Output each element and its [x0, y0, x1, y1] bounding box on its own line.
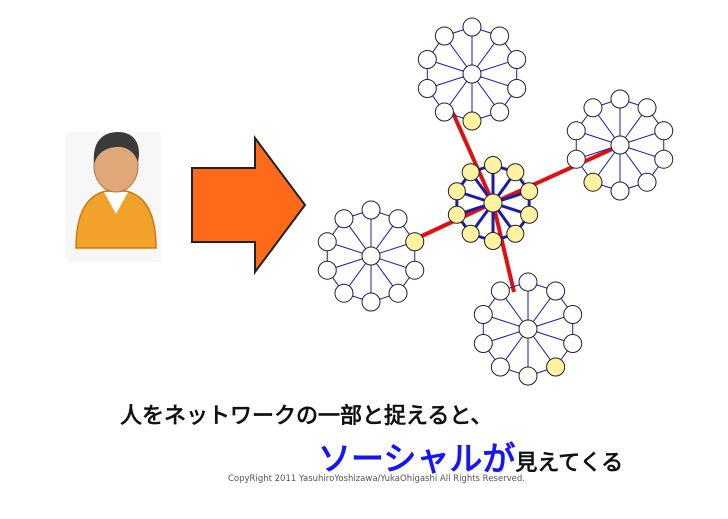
- node: [507, 49, 527, 69]
- cluster-left: [317, 200, 425, 312]
- link-top: [451, 112, 495, 204]
- gateway-node: [484, 156, 502, 174]
- cluster-right: [566, 89, 674, 201]
- node: [518, 366, 538, 386]
- node: [317, 260, 337, 280]
- gateway-node: [484, 232, 502, 250]
- gateway-node: [546, 357, 566, 377]
- hub-node: [361, 246, 381, 266]
- hub-node: [610, 135, 630, 155]
- node: [563, 334, 583, 354]
- gateway-node: [405, 232, 425, 252]
- node: [490, 102, 510, 122]
- network-links: [410, 112, 622, 293]
- right-arrow-icon: [191, 134, 307, 276]
- node: [654, 149, 674, 169]
- gateway-node: [506, 163, 525, 182]
- node: [490, 281, 510, 301]
- node: [490, 357, 510, 377]
- node: [610, 181, 630, 201]
- node: [462, 17, 482, 37]
- node: [654, 121, 674, 141]
- cluster-bottom: [473, 272, 583, 386]
- node: [434, 102, 454, 122]
- cluster-center: [447, 156, 539, 250]
- node: [388, 283, 408, 303]
- link-right: [492, 143, 622, 205]
- hub-node: [462, 64, 482, 84]
- node: [317, 232, 337, 252]
- node: [473, 304, 493, 324]
- node: [637, 172, 657, 192]
- node: [546, 281, 566, 301]
- gateway-node: [462, 111, 482, 131]
- node: [637, 98, 657, 118]
- node: [566, 121, 586, 141]
- node: [334, 209, 354, 229]
- gateway-node: [461, 163, 480, 182]
- cluster-top: [417, 17, 527, 131]
- gateway-node: [461, 224, 480, 243]
- gateway-node: [520, 182, 539, 201]
- hub-node: [518, 319, 538, 339]
- caption-line2: ソーシャルが見えてくる: [318, 432, 623, 480]
- node: [361, 200, 381, 220]
- person-icon: [66, 132, 161, 262]
- copyright-notice: CopyRight 2011 YasuhiroYoshizawa/YukaOhi…: [228, 474, 525, 484]
- gateway-node: [447, 205, 466, 224]
- gateway-node: [583, 172, 603, 192]
- caption-suffix: 見えてくる: [515, 451, 624, 476]
- link-bottom: [491, 202, 516, 293]
- caption-highlight: ソーシャルが: [318, 439, 516, 478]
- node: [361, 292, 381, 312]
- hub-node: [483, 193, 503, 213]
- node: [583, 98, 603, 118]
- node: [507, 79, 527, 99]
- caption-line1: 人をネットワークの一部と捉えると、: [120, 404, 493, 429]
- node: [566, 149, 586, 169]
- node: [334, 283, 354, 303]
- node: [405, 260, 425, 280]
- node: [518, 272, 538, 292]
- node: [388, 209, 408, 229]
- node: [417, 79, 437, 99]
- node: [434, 26, 454, 46]
- gateway-node: [447, 182, 466, 201]
- gateway-node: [520, 205, 539, 224]
- network-clusters: [317, 17, 674, 386]
- node: [490, 26, 510, 46]
- node: [563, 304, 583, 324]
- node: [417, 49, 437, 69]
- gateway-node: [506, 224, 525, 243]
- node: [610, 89, 630, 109]
- node: [473, 334, 493, 354]
